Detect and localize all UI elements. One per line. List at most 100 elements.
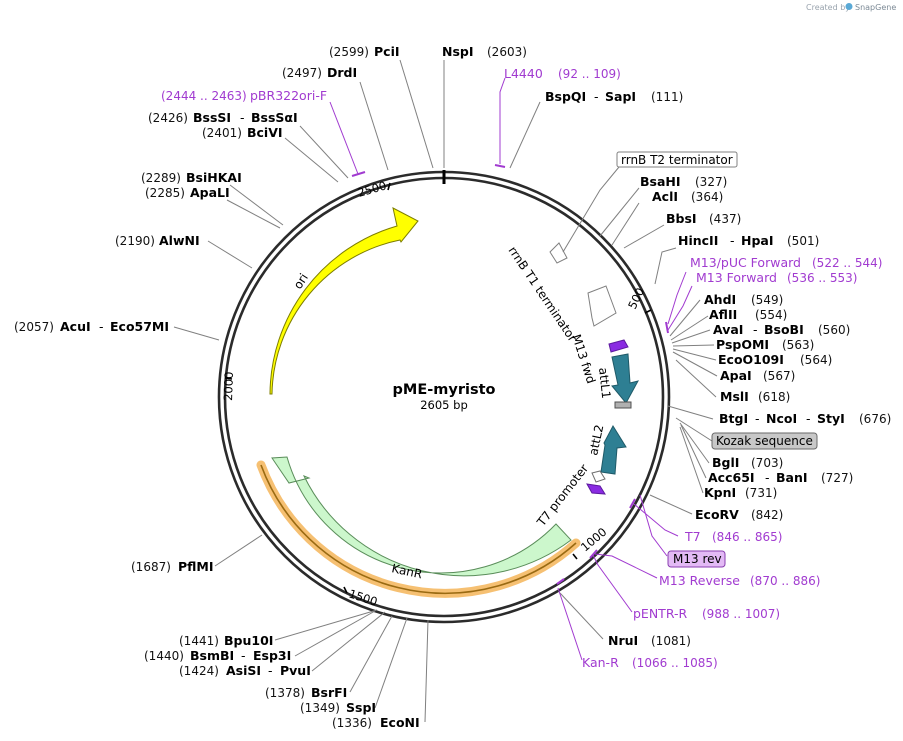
rrnb-t2-terminator-box[interactable] xyxy=(616,151,738,168)
site-hincii[interactable]: HincII xyxy=(678,233,718,248)
rrnb-t1-terminator-feature[interactable] xyxy=(587,285,617,327)
site-pcii[interactable]: PciI xyxy=(374,44,400,59)
site-pos: (327) xyxy=(695,175,727,189)
site-bsmbi[interactable]: BsmBI xyxy=(190,648,234,663)
site-btgi[interactable]: BtgI xyxy=(719,411,748,426)
tick-label-1000: 1000 xyxy=(578,525,609,555)
primer-labels: L4440 (92 .. 109) (2444 .. 2463) pBR322o… xyxy=(161,66,882,670)
site-pos: (731) xyxy=(745,486,777,500)
kozak-sequence-label[interactable]: Kozak sequence xyxy=(716,434,813,448)
site-bsrfi[interactable]: BsrFI xyxy=(311,685,347,700)
site-bsobi[interactable]: BsoBI xyxy=(764,322,804,337)
m13-rev-feature[interactable] xyxy=(586,483,606,495)
site-avai[interactable]: AvaI xyxy=(713,322,743,337)
rrnb-t2-terminator-feature[interactable] xyxy=(549,242,568,264)
site-drdi[interactable]: DrdI xyxy=(327,65,357,80)
kozak-sequence-box[interactable] xyxy=(711,432,818,450)
site-ecorv[interactable]: EcoRV xyxy=(695,507,739,522)
credit-brand: SnapGene xyxy=(855,3,896,12)
site-pos: (501) xyxy=(787,234,819,248)
tick-500 xyxy=(644,309,652,314)
attl2-feature[interactable] xyxy=(600,424,627,475)
credit-text: Created by xyxy=(806,3,850,12)
site-nspi[interactable]: NspI xyxy=(442,44,474,59)
site-leader-lines xyxy=(173,59,718,723)
plasmid-name: pME-myristo xyxy=(393,382,496,398)
rrnb-t1-terminator-label: rrnB T1 terminator xyxy=(506,244,580,344)
primer-t7[interactable]: T7 xyxy=(684,529,701,544)
kozak-feature[interactable] xyxy=(614,401,632,409)
site-apai[interactable]: ApaI xyxy=(720,368,752,383)
site-eco57mi[interactable]: Eco57MI xyxy=(110,319,169,334)
site-bpu10i[interactable]: Bpu10I xyxy=(224,633,273,648)
site-kpni[interactable]: KpnI xyxy=(704,485,736,500)
site-styi[interactable]: StyI xyxy=(817,411,845,426)
site-hpai[interactable]: HpaI xyxy=(741,233,774,248)
site-acc65i[interactable]: Acc65I xyxy=(708,470,755,485)
site-separator: - xyxy=(268,663,273,678)
site-sspi[interactable]: SspI xyxy=(346,700,376,715)
m13-rev-box[interactable] xyxy=(667,550,726,568)
site-acui[interactable]: AcuI xyxy=(60,319,91,334)
site-pspomi[interactable]: PspOMI xyxy=(716,337,769,352)
site-bani[interactable]: BanI xyxy=(776,470,808,485)
site-nrui[interactable]: NruI xyxy=(608,633,638,648)
site-bsihkai[interactable]: BsiHKAI xyxy=(186,170,242,185)
site-pos: (2599) xyxy=(329,45,369,59)
primer-l4440[interactable]: L4440 xyxy=(504,66,543,81)
site-pos: (2289) xyxy=(141,171,181,185)
kanr-underline xyxy=(260,464,577,595)
m13-fwd-feature[interactable] xyxy=(608,339,629,353)
site-separator: - xyxy=(99,319,104,334)
primer-range: (2444 .. 2463) xyxy=(161,89,247,103)
site-bsssi[interactable]: BssSI xyxy=(193,110,231,125)
ori-feature[interactable] xyxy=(269,207,419,395)
site-pos: (1440) xyxy=(144,649,184,663)
attl2-label: attL2 xyxy=(586,423,606,456)
site-msli[interactable]: MslI xyxy=(720,389,749,404)
site-ncoi[interactable]: NcoI xyxy=(766,411,797,426)
primer-m13-puc-forward[interactable]: M13/pUC Forward xyxy=(690,255,801,270)
snapgene-logo-icon xyxy=(845,3,853,10)
site-esp3i[interactable]: Esp3I xyxy=(253,648,291,663)
site-bcivi[interactable]: BciVI xyxy=(247,125,283,140)
site-pos: (2497) xyxy=(282,66,322,80)
site-pflmi[interactable]: PflMI xyxy=(178,559,214,574)
site-bsssai[interactable]: BssSαI xyxy=(251,110,298,125)
site-bsahi[interactable]: BsaHI xyxy=(640,174,681,189)
site-ahdi[interactable]: AhdI xyxy=(704,292,736,307)
attl1-feature[interactable] xyxy=(611,353,639,404)
site-econi[interactable]: EcoNI xyxy=(380,715,420,730)
site-pos: (563) xyxy=(782,338,814,352)
primer-m13-reverse[interactable]: M13 Reverse xyxy=(659,573,740,588)
site-sapi[interactable]: SapI xyxy=(605,89,636,104)
primer-pentr-r[interactable]: pENTR-R xyxy=(633,606,688,621)
site-aflii[interactable]: AflII xyxy=(709,307,737,322)
primer-range: (988 .. 1007) xyxy=(702,607,780,621)
site-eco0109i[interactable]: EcoO109I xyxy=(718,352,784,367)
t7-promoter-feature[interactable] xyxy=(591,470,606,483)
site-apali[interactable]: ApaLI xyxy=(190,185,230,200)
site-bgli[interactable]: BglI xyxy=(712,455,739,470)
site-pos: (2057) xyxy=(14,320,54,334)
site-pos: (111) xyxy=(651,90,683,104)
primer-range: (92 .. 109) xyxy=(558,67,621,81)
site-pos: (727) xyxy=(821,471,853,485)
site-asisi[interactable]: AsiSI xyxy=(226,663,261,678)
site-bspqi[interactable]: BspQI xyxy=(545,89,586,104)
site-pvui[interactable]: PvuI xyxy=(280,663,311,678)
primer-pbr322ori-f[interactable]: pBR322ori-F xyxy=(250,88,327,103)
site-pos: (618) xyxy=(758,390,790,404)
primer-range: (846 .. 865) xyxy=(712,530,782,544)
primer-m13-forward[interactable]: M13 Forward xyxy=(696,270,777,285)
site-pos: (1424) xyxy=(179,664,219,678)
site-acli[interactable]: AclI xyxy=(652,189,678,204)
rrnb-t2-terminator-label[interactable]: rrnB T2 terminator xyxy=(621,153,733,167)
site-pos: (364) xyxy=(691,190,723,204)
site-alwni[interactable]: AlwNI xyxy=(159,233,200,248)
primer-m13-rev[interactable]: M13 rev xyxy=(673,552,722,566)
kanr-feature[interactable] xyxy=(271,456,572,577)
site-pos: (2285) xyxy=(145,186,185,200)
primer-kan-r[interactable]: Kan-R xyxy=(582,655,619,670)
site-bbsi[interactable]: BbsI xyxy=(666,211,697,226)
